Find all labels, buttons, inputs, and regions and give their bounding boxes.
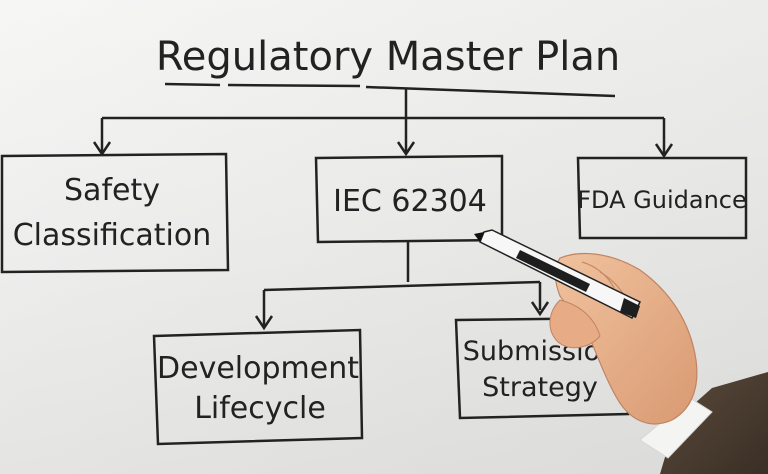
- development-line2: Lifecycle: [194, 391, 326, 426]
- development-line1: Development: [157, 351, 359, 386]
- safety-line2: Classification: [13, 218, 212, 253]
- fda-label: FDA Guidance: [577, 186, 747, 214]
- iec-label: IEC 62304: [333, 184, 487, 219]
- chart-title: Regulatory Master Plan: [156, 34, 620, 80]
- submission-line2: Strategy: [482, 372, 598, 403]
- safety-line1: Safety: [64, 173, 160, 208]
